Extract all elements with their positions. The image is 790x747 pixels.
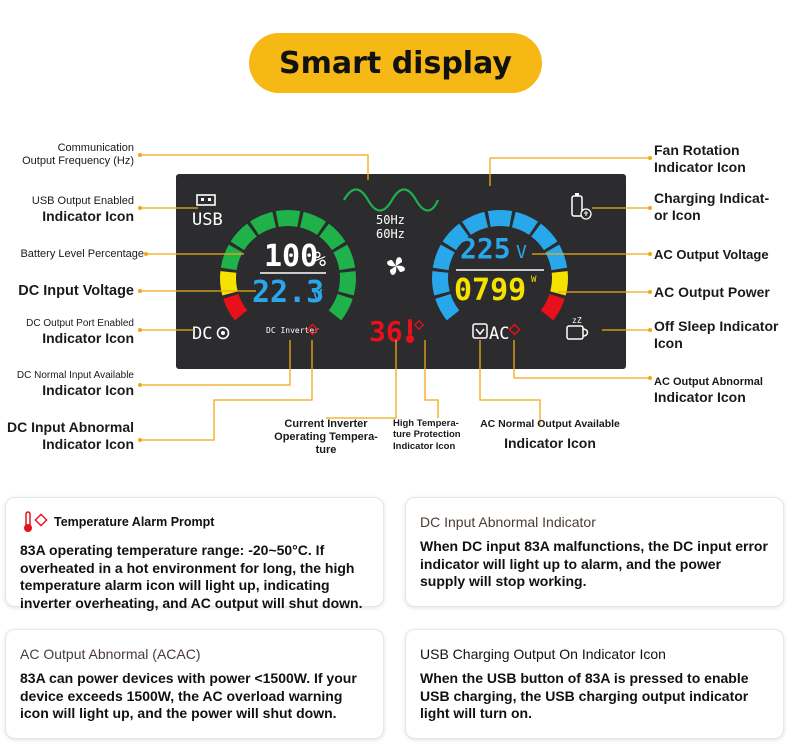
display-graphics: USB 100 % 22.3 V DC DC Inverter 50Hz 60H… (192, 188, 592, 348)
sine-wave-icon (343, 188, 440, 212)
ac-voltage-readout: 225 (460, 232, 511, 265)
card-body-usb-charging: When the USB button of 83A is pressed to… (420, 670, 749, 721)
sleep-z: zZ (572, 316, 582, 325)
gauge-segment (338, 271, 356, 296)
label-charging: Charging Indicat- or Icon (654, 190, 770, 223)
label-ac-abnormal: AC Output Abnormal Indicator Icon (654, 376, 763, 406)
dc-abnormal-icon (306, 323, 319, 336)
smart-display-panel: USB 100 % 22.3 V DC DC Inverter 50Hz 60H… (176, 174, 626, 369)
percent-sign: % (314, 247, 326, 271)
card-usb-charging: USB Charging Output On Indicator Icon Wh… (405, 629, 784, 739)
high-temp-icon (406, 319, 425, 343)
dc-volt-unit: V (312, 286, 323, 307)
label-ac-normal: AC Normal Output Available Indicator Ico… (480, 418, 620, 451)
gauge-segment (550, 271, 568, 296)
label-high-temp: High Tempera- ture Protection Indicator … (393, 418, 461, 452)
label-dc-abnormal: DC Input Abnormal Indicator Icon (6, 419, 134, 452)
gauge-segment (333, 244, 356, 271)
gauge-segment (462, 211, 489, 235)
title-banner: Smart display (249, 33, 542, 93)
card-body-ac-abnormal: 83A can power devices with power <1500W.… (20, 670, 357, 721)
dc-voltage-readout: 22.3 (252, 275, 324, 310)
label-ac-voltage: AC Output Voltage (654, 247, 769, 262)
temperature-alarm-icon (24, 511, 48, 532)
ac-volt-unit: V (516, 242, 527, 263)
gauge-segment (275, 210, 301, 227)
label-dc-normal: DC Normal Input Available Indicator Icon (16, 370, 134, 398)
gauge-segment (220, 271, 238, 296)
label-comm-freq: Communication Output Frequency (Hz) (22, 142, 134, 168)
ac-label: AC (489, 324, 509, 344)
dc-output-port-icon (216, 326, 230, 340)
gauge-segment (220, 244, 243, 271)
label-fan: Fan Rotation Indicator Icon (654, 142, 746, 175)
label-off-sleep: Off Sleep Indicator Icon (654, 318, 779, 351)
left-battery-gauge (220, 210, 356, 321)
gauge-segment (435, 293, 460, 321)
gauge-segment (442, 223, 469, 251)
gauge-segment (250, 211, 277, 235)
gauge-segment (540, 293, 565, 321)
sleep-icon (566, 325, 589, 340)
gauge-segment (487, 210, 513, 227)
usb-label: USB (192, 210, 223, 230)
inverter-temperature: 36 (369, 315, 403, 348)
charging-icon (571, 193, 592, 220)
gauge-segment (432, 244, 455, 271)
card-body-dc-abnormal: When DC input 83A malfunctions, the DC i… (420, 538, 768, 589)
card-dc-abnormal: DC Input Abnormal Indicator When DC inpu… (405, 497, 784, 607)
card-temperature-alarm: Temperature Alarm Prompt 83A operating t… (5, 497, 384, 611)
card-title-dc-abnormal: DC Input Abnormal Indicator (420, 514, 596, 530)
label-dc-port: DC Output Port Enabled Indicator Icon (26, 318, 134, 346)
gauge-segment (319, 223, 346, 251)
right-power-gauge (432, 210, 568, 321)
label-ac-power: AC Output Power (654, 284, 770, 300)
gauge-segment (328, 293, 353, 321)
freq-50hz: 50Hz (376, 213, 405, 227)
ac-abnormal-icon (508, 323, 521, 336)
card-title-ac-abnormal: AC Output Abnormal (ACAC) (20, 646, 201, 662)
fan-icon (387, 257, 405, 275)
gauge-segment (531, 223, 558, 251)
battery-percent: 100 (264, 239, 318, 274)
page-title: Smart display (279, 45, 512, 81)
dc-label: DC (192, 324, 212, 344)
ac-normal-icon (472, 323, 488, 339)
gauge-segment (223, 293, 248, 321)
usb-icon (196, 194, 216, 206)
label-usb-enabled: USB Output Enabled Indicator Icon (31, 195, 134, 225)
ac-power-unit: W (531, 275, 537, 285)
gauge-segment (230, 223, 257, 251)
label-inverter-temp: Current Inverter Operating Tempera- ture (274, 418, 378, 457)
dc-inverter-label: DC Inverter (266, 326, 319, 335)
gauge-segment (511, 211, 538, 235)
ac-power-readout: 0799 (454, 273, 526, 308)
card-title-temperature: Temperature Alarm Prompt (54, 515, 215, 529)
gauge-segment (545, 244, 568, 271)
label-dc-voltage: DC Input Voltage (18, 283, 134, 299)
label-battery: Battery Level Percentage (20, 248, 144, 260)
card-body-temperature: 83A operating temperature range: -20~50°… (20, 542, 363, 611)
gauge-segment (432, 271, 450, 296)
card-title-usb-charging: USB Charging Output On Indicator Icon (420, 646, 666, 662)
gauge-segment (299, 211, 326, 235)
freq-60hz: 60Hz (376, 227, 405, 241)
card-ac-abnormal: AC Output Abnormal (ACAC) 83A can power … (5, 629, 384, 739)
